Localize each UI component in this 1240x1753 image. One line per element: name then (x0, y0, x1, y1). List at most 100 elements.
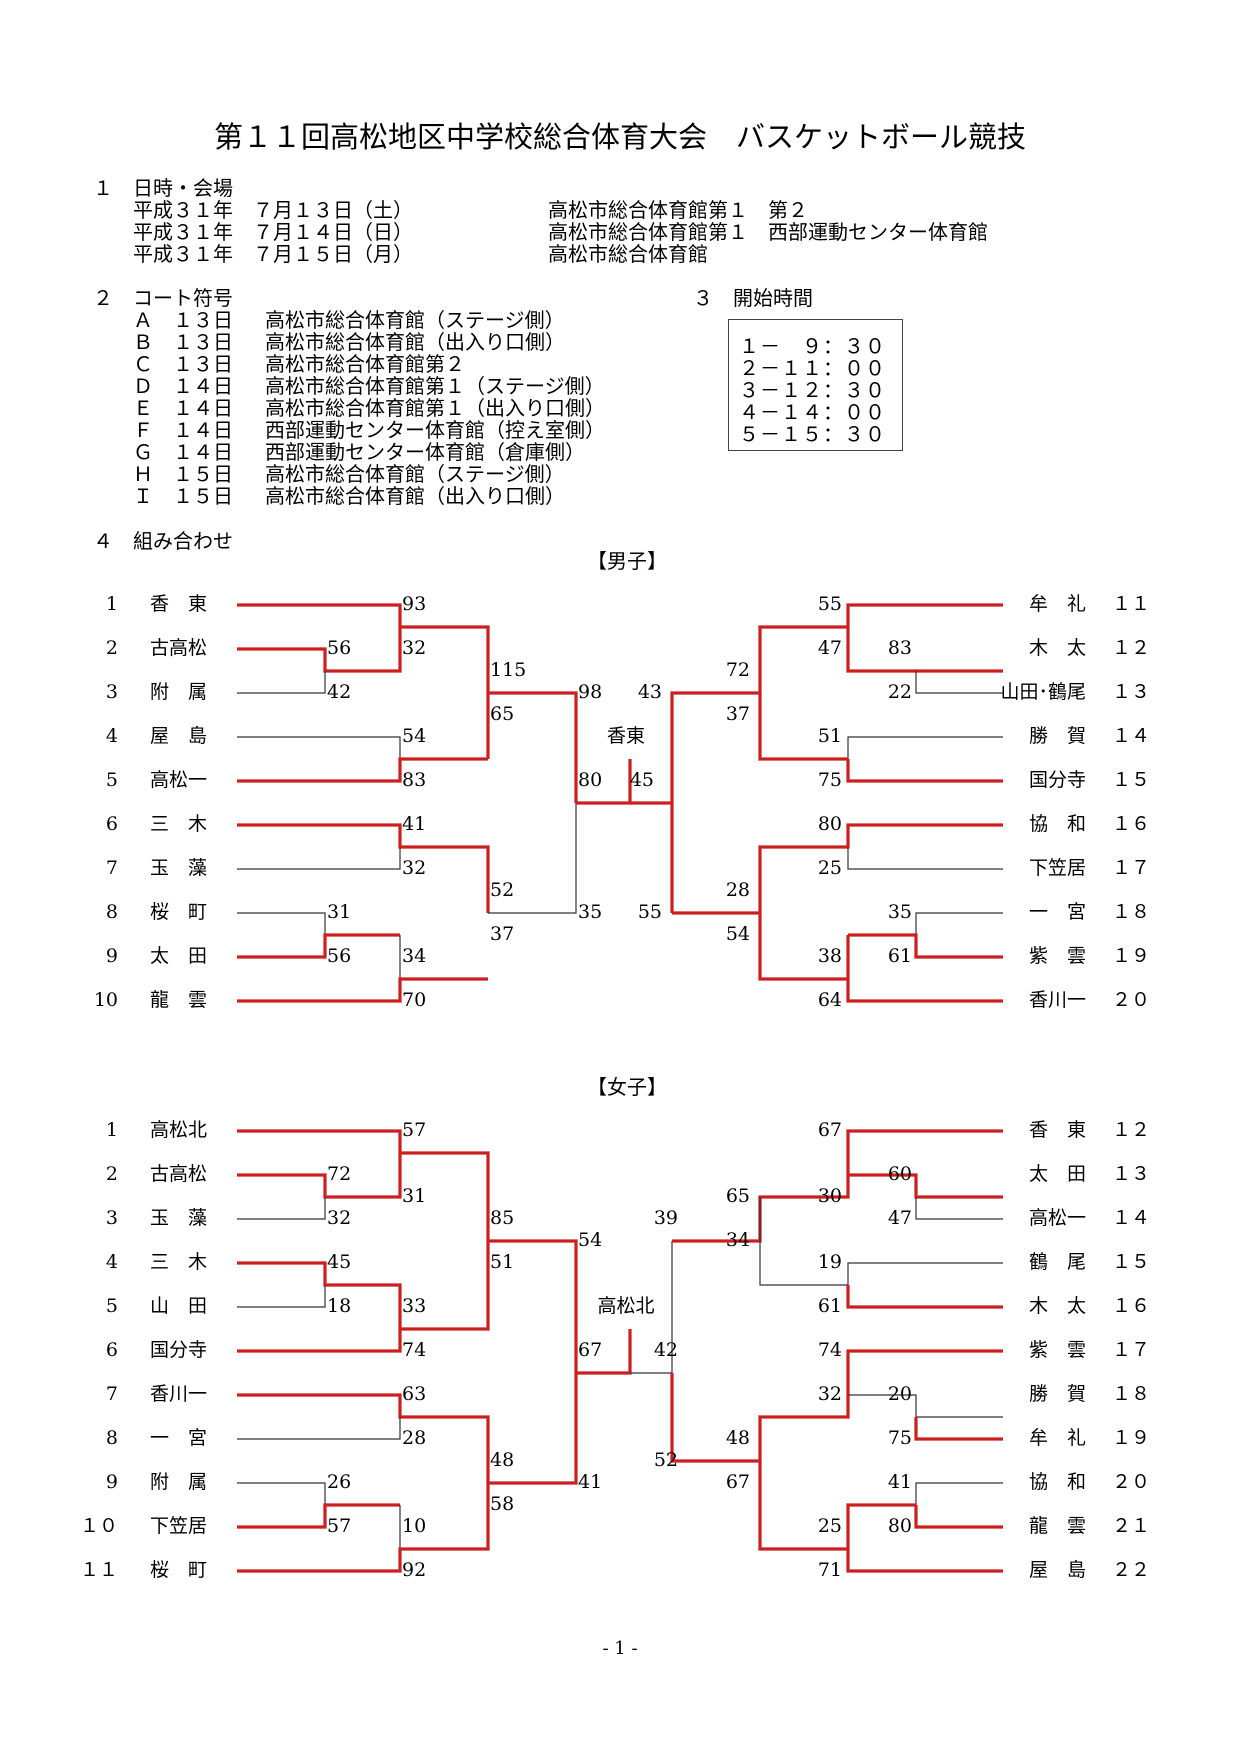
score: 54 (402, 725, 427, 747)
score: 10 (402, 1515, 427, 1537)
bracket-line (915, 671, 1003, 694)
team-name: 香川一 (1028, 989, 1086, 1011)
team-number: １１ (79, 1559, 118, 1581)
team-number: １５ (1111, 1251, 1150, 1273)
section-2-heading: ２ コート符号 (93, 286, 233, 310)
score: 41 (578, 1471, 603, 1493)
court-place: 高松市総合体育館（出入り口側） (265, 484, 565, 508)
score: 72 (327, 1163, 352, 1185)
winner-path-line (914, 1417, 1003, 1441)
bracket-line (488, 803, 577, 914)
score: 61 (887, 945, 912, 967)
score: 33 (402, 1295, 427, 1317)
court-code: Ｈ １５日 (133, 462, 233, 486)
score: 31 (327, 901, 352, 923)
court-code: Ｂ １３日 (133, 330, 233, 354)
team-name: 屋 島 (1028, 1559, 1086, 1581)
score: 30 (817, 1185, 842, 1207)
winner-path-line (758, 913, 848, 981)
team-number: 2 (105, 1163, 118, 1185)
score: 75 (817, 769, 842, 791)
score: 51 (817, 725, 842, 747)
team-name: 勝 賀 (1028, 1383, 1086, 1405)
score: 19 (817, 1251, 842, 1273)
team-number: 8 (105, 901, 118, 923)
team-number: 4 (105, 1251, 118, 1273)
team-name: 勝 賀 (1028, 725, 1086, 747)
winner-path-line (237, 603, 402, 649)
court-place: 西部運動センター体育館（倉庫側） (265, 440, 585, 464)
team-number: 10 (93, 989, 118, 1011)
score: 18 (327, 1295, 352, 1317)
team-number: １２ (1111, 1119, 1150, 1141)
champion-name: 香東 (606, 725, 645, 747)
team-number: １７ (1111, 1339, 1150, 1361)
score: 38 (817, 945, 842, 967)
bracket-line (237, 671, 326, 694)
team-name: 香 東 (1028, 1119, 1086, 1141)
score: 65 (725, 1185, 750, 1207)
score: 52 (653, 1449, 678, 1471)
score: 115 (490, 659, 527, 681)
score: 32 (402, 637, 427, 659)
winner-path-line (237, 1129, 578, 1373)
winner-path-line (237, 1241, 490, 1353)
team-number: １５ (1111, 769, 1150, 791)
team-number: １２ (1111, 637, 1150, 659)
winner-path-line (670, 603, 1003, 803)
bracket-line (848, 1394, 1003, 1418)
team-number: １４ (1111, 1207, 1150, 1229)
score: 70 (402, 989, 427, 1011)
court-code: Ｅ １４日 (133, 396, 233, 420)
bracket-line (847, 1262, 1003, 1285)
score: 25 (817, 1515, 842, 1537)
team-number: １４ (1111, 725, 1150, 747)
score: 80 (578, 769, 603, 791)
bracket-line (237, 847, 401, 870)
team-number: １８ (1111, 1383, 1150, 1405)
team-name: 桜 町 (150, 901, 208, 923)
score: 51 (490, 1251, 515, 1273)
score: 67 (578, 1339, 603, 1361)
start-time: ３－１２：３０ (739, 378, 886, 402)
score: 42 (327, 681, 352, 703)
team-number: １３ (1111, 1163, 1150, 1185)
team-name: 玉 藻 (150, 1207, 208, 1229)
team-name: 下笠居 (1028, 857, 1086, 879)
winner-path-line (848, 933, 1003, 959)
winner-path-line (914, 1505, 1003, 1529)
team-number: ２１ (1111, 1515, 1150, 1537)
team-name: 龍 雲 (150, 989, 208, 1011)
team-name: 玉 藻 (150, 857, 208, 879)
score: 85 (490, 1207, 515, 1229)
winner-path-line (237, 1373, 578, 1573)
bracket-line (237, 1417, 401, 1440)
winner-path-line (758, 1461, 848, 1551)
winner-path-line (237, 1503, 400, 1529)
court-code: Ｃ １３日 (133, 352, 233, 376)
score: 37 (725, 703, 750, 725)
team-name: 高松一 (150, 769, 208, 791)
score: 65 (490, 703, 515, 725)
team-number: １７ (1111, 857, 1150, 879)
score: 56 (327, 945, 352, 967)
score: 34 (725, 1229, 750, 1251)
winner-path-line (672, 1129, 1003, 1243)
section-3-heading: ３ 開始時間 (693, 286, 813, 310)
team-number: 4 (105, 725, 118, 747)
bracket-line (915, 912, 1003, 935)
team-name: 山 田 (150, 1295, 208, 1317)
score: 83 (887, 637, 912, 659)
boys-label: 【男子】 (587, 549, 667, 573)
team-name: 附 属 (150, 1471, 208, 1493)
winner-path-line (237, 977, 488, 1003)
score: 75 (887, 1427, 912, 1449)
score: 20 (887, 1383, 912, 1405)
team-name: 香 東 (150, 593, 208, 615)
score: 47 (817, 637, 842, 659)
team-name: 一 宮 (1028, 901, 1086, 923)
court-code: Ｄ １４日 (133, 374, 233, 398)
score: 55 (817, 593, 842, 615)
section-1-heading: １ 日時・会場 (93, 176, 233, 200)
